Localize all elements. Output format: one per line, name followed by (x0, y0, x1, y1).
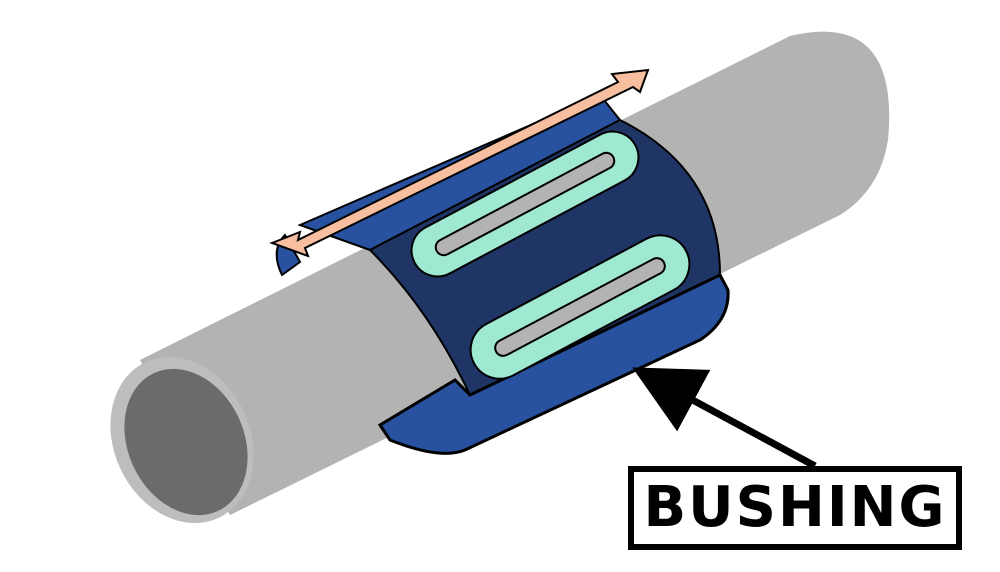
motion-arrow (269, 68, 650, 258)
bushing-label-box: BUSHING (628, 466, 962, 550)
double-arrow-icon (269, 68, 650, 258)
shaft-end-bore (124, 368, 248, 516)
ball-circuit-lower (469, 234, 691, 380)
bushing-label: BUSHING (643, 475, 947, 540)
arrow-icon (632, 367, 817, 470)
ball-slot-lower (494, 257, 666, 357)
housing-lower-skirt (377, 273, 730, 455)
ball-slot-upper (434, 151, 616, 257)
ball-circuit-upper (410, 130, 640, 278)
pointer-arrow (632, 367, 817, 470)
